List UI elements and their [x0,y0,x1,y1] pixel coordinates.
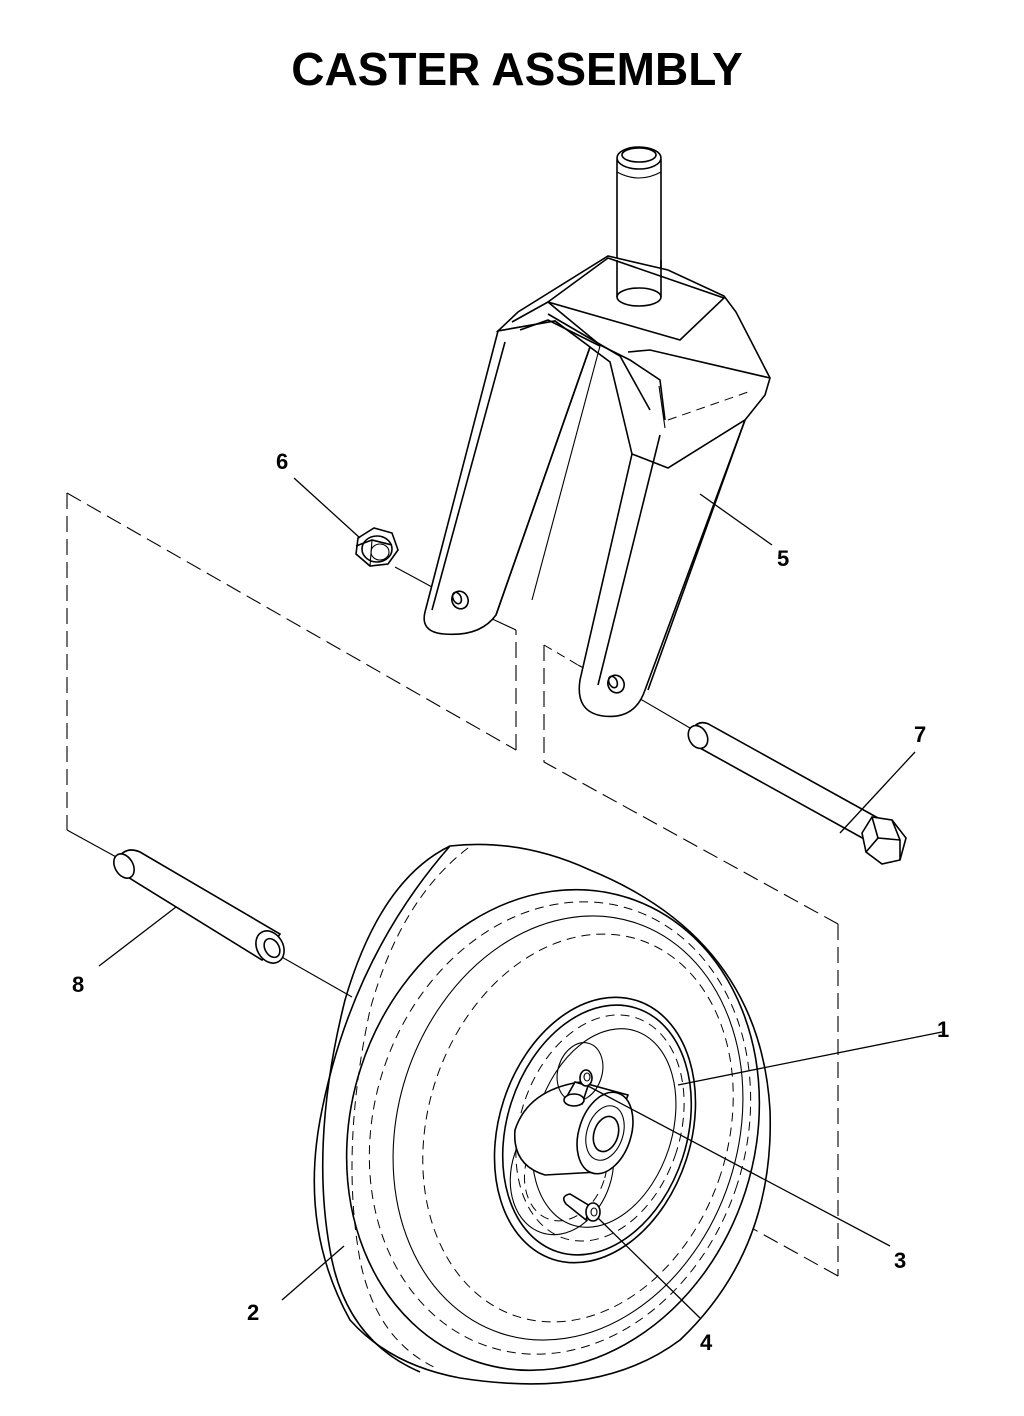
hex-nut [355,527,399,567]
axle-bolt [687,721,907,865]
callout-1: 1 [937,1017,949,1042]
callout-6: 6 [276,449,288,474]
grease-fitting-upper [563,1069,593,1107]
assembly-dashed-lines [66,492,839,1277]
callout-7: 7 [914,722,926,747]
callout-5: 5 [777,546,789,571]
callout-2: 2 [247,1300,259,1325]
wheel-rim [493,996,697,1264]
page-title: CASTER ASSEMBLY [291,43,743,95]
callout-3: 3 [894,1248,906,1273]
spacer-tube [113,849,285,964]
grease-fitting-lower [562,1193,601,1222]
callout-4: 4 [700,1330,713,1355]
leader-lines [98,477,943,1319]
callout-8: 8 [72,972,84,997]
callout-labels: 1 2 3 4 5 6 7 8 [72,449,949,1355]
caster-fork [423,146,771,718]
